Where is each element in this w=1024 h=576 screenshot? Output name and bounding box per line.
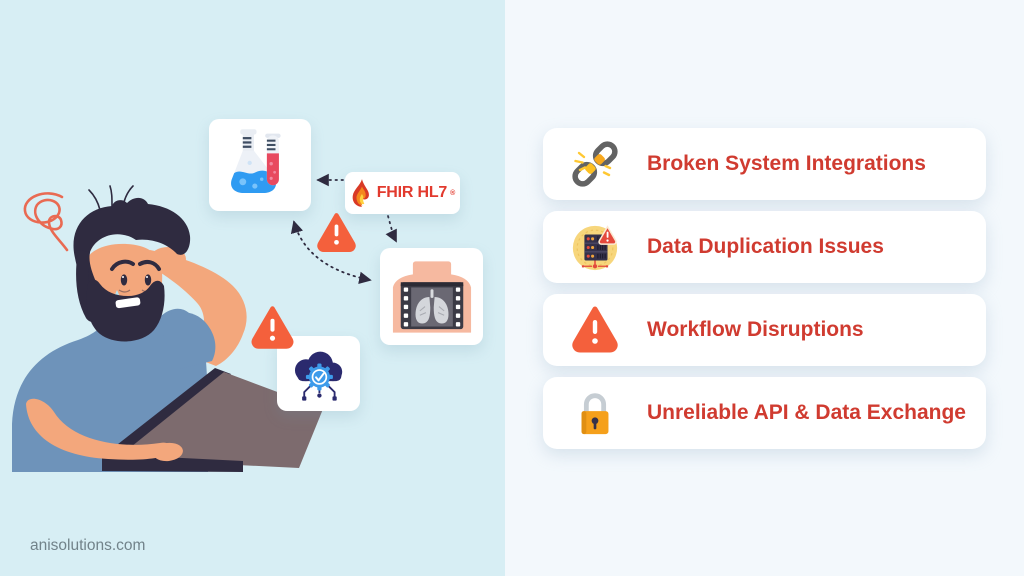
server-warning-icon bbox=[569, 221, 621, 273]
lab-flasks-card bbox=[209, 119, 311, 211]
problems-panel bbox=[505, 0, 1024, 576]
flame-icon bbox=[352, 179, 369, 207]
stress-squiggle-icon bbox=[23, 192, 69, 252]
problem-label: Unreliable API & Data Exchange bbox=[647, 401, 966, 424]
problem-card-unreliable-api: Unreliable API & Data Exchange bbox=[543, 377, 986, 449]
padlock-icon bbox=[569, 387, 621, 439]
website-url: anisolutions.com bbox=[30, 537, 146, 554]
fhir-registered-mark: ® bbox=[450, 189, 456, 197]
problem-card-broken-integrations: Broken System Integrations bbox=[543, 128, 986, 200]
broken-chain-icon bbox=[569, 138, 621, 190]
problem-card-workflow-disruptions: Workflow Disruptions bbox=[543, 294, 986, 366]
warning-triangle-icon bbox=[317, 213, 356, 253]
fhir-hl7-badge: FHIR HL7® bbox=[345, 172, 460, 214]
problem-label: Data Duplication Issues bbox=[647, 235, 884, 258]
warning-triangle-icon bbox=[569, 304, 621, 356]
problem-card-data-duplication: Data Duplication Issues bbox=[543, 211, 986, 283]
problem-label: Workflow Disruptions bbox=[647, 318, 864, 341]
fhir-badge-label: FHIR HL7 bbox=[376, 184, 448, 201]
problem-label: Broken System Integrations bbox=[647, 152, 926, 175]
cloud-gear-network-icon bbox=[294, 351, 342, 401]
chest-xray-icon bbox=[392, 260, 471, 333]
frustrated-man-laptop-illustration bbox=[12, 185, 323, 472]
lab-flasks-icon bbox=[231, 129, 281, 193]
chest-xray-card bbox=[380, 248, 483, 345]
warning-triangle-icon bbox=[251, 306, 294, 349]
problems-list: Broken System Integrations bbox=[543, 128, 986, 449]
cloud-integration-card bbox=[277, 336, 360, 411]
